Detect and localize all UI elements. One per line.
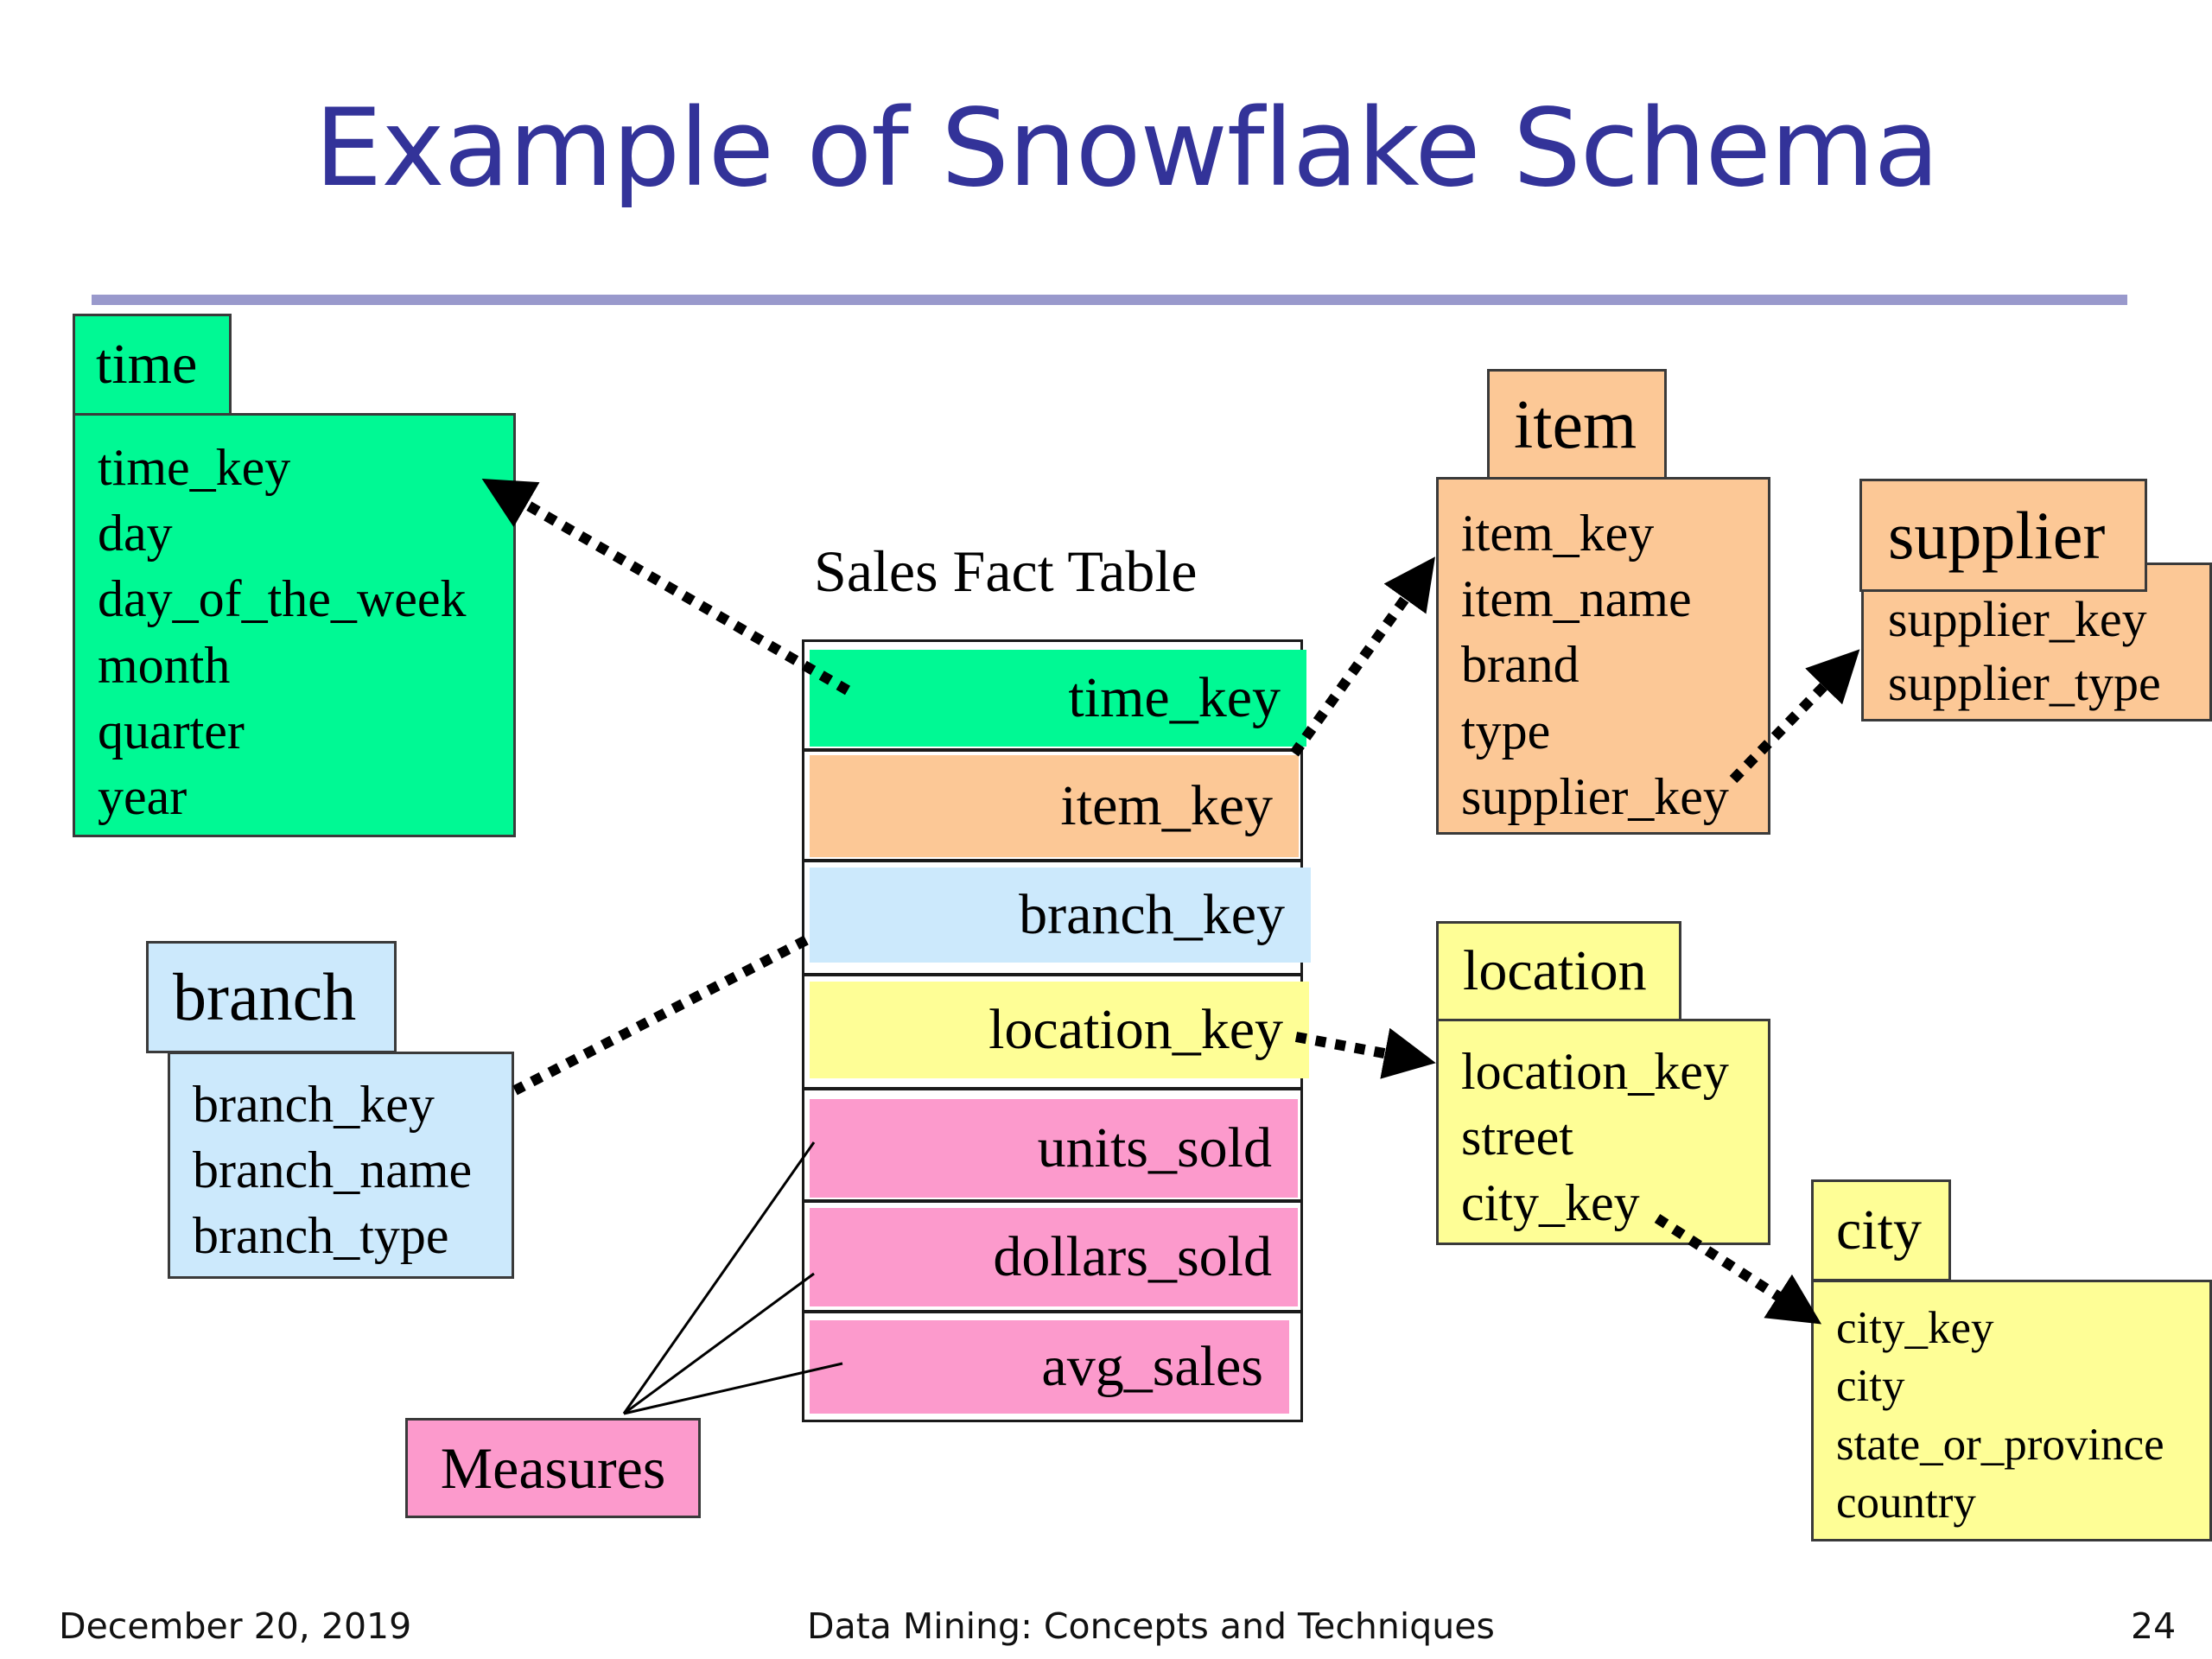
fact-row-separator bbox=[804, 1310, 1301, 1313]
item-field: brand bbox=[1461, 636, 1580, 694]
fact-field: location_key bbox=[988, 998, 1283, 1061]
location-table-body: location_key street city_key bbox=[1436, 1019, 1770, 1245]
branch-field: branch_name bbox=[193, 1141, 473, 1199]
item-field: item_name bbox=[1461, 570, 1692, 628]
fact-row-separator bbox=[804, 1087, 1301, 1090]
fact-field: avg_sales bbox=[1041, 1335, 1263, 1398]
item-field: supplier_key bbox=[1461, 767, 1729, 825]
fact-row-item-key: item_key bbox=[810, 755, 1299, 857]
measures-pointer-units-sold bbox=[622, 1141, 816, 1414]
fact-row-separator bbox=[804, 748, 1301, 752]
fact-field: item_key bbox=[1060, 774, 1273, 837]
supplier-field: supplier_key bbox=[1888, 591, 2147, 647]
link-fact-to-location bbox=[1294, 1027, 1436, 1079]
fact-row-separator bbox=[804, 1199, 1301, 1203]
location-field: city_key bbox=[1461, 1174, 1640, 1232]
link-fact-to-item bbox=[1290, 556, 1435, 757]
link-item-to-supplier bbox=[1729, 649, 1860, 784]
city-field: city_key bbox=[1836, 1303, 1994, 1353]
measures-pointer-avg-sales bbox=[623, 1362, 843, 1415]
item-field: type bbox=[1461, 702, 1551, 760]
time-field: day_of_the_week bbox=[98, 570, 467, 628]
item-table-name: item bbox=[1514, 386, 1637, 463]
fact-field: time_key bbox=[1068, 666, 1281, 729]
supplier-field: supplier_type bbox=[1888, 654, 2161, 711]
fact-field: dollars_sold bbox=[993, 1225, 1272, 1288]
fact-field: branch_key bbox=[1019, 883, 1285, 946]
city-table-header: city bbox=[1811, 1179, 1951, 1281]
title-underline bbox=[92, 295, 2127, 305]
link-fact-to-branch bbox=[512, 935, 809, 1096]
supplier-table-name: supplier bbox=[1888, 497, 2106, 573]
time-table-header: time bbox=[73, 314, 232, 416]
fact-row-units-sold: units_sold bbox=[810, 1099, 1298, 1198]
branch-table-name: branch bbox=[173, 959, 357, 1034]
slide-title: Example of Snowflake Schema bbox=[315, 86, 1940, 211]
branch-table-header: branch bbox=[146, 941, 397, 1053]
branch-field: branch_key bbox=[193, 1076, 435, 1133]
fact-row-dollars-sold: dollars_sold bbox=[810, 1208, 1298, 1306]
fact-row-avg-sales: avg_sales bbox=[810, 1320, 1289, 1414]
fact-table-label: Sales Fact Table bbox=[814, 538, 1198, 604]
city-table-body: city_key city state_or_province country bbox=[1811, 1280, 2212, 1541]
time-table-name: time bbox=[96, 333, 198, 396]
time-field: day bbox=[98, 505, 173, 563]
fact-row-location-key: location_key bbox=[810, 982, 1309, 1078]
location-table-name: location bbox=[1463, 939, 1647, 1002]
item-table-header: item bbox=[1487, 369, 1667, 481]
footer-course-title: Data Mining: Concepts and Techniques bbox=[807, 1605, 1495, 1647]
item-table-body: item_key item_name brand type supplier_k… bbox=[1436, 477, 1770, 835]
time-field: time_key bbox=[98, 439, 291, 496]
location-table-header: location bbox=[1436, 921, 1681, 1021]
location-field: street bbox=[1461, 1109, 1573, 1166]
location-field: location_key bbox=[1461, 1043, 1729, 1100]
fact-row-separator bbox=[804, 973, 1301, 976]
city-field: state_or_province bbox=[1836, 1419, 2164, 1470]
fact-field: units_sold bbox=[1037, 1116, 1272, 1179]
link-fact-to-time bbox=[481, 478, 851, 696]
branch-field: branch_type bbox=[193, 1207, 449, 1265]
branch-table-body: branch_key branch_name branch_type bbox=[168, 1052, 514, 1279]
time-table-body: time_key day day_of_the_week month quart… bbox=[73, 413, 516, 837]
fact-row-time-key: time_key bbox=[810, 650, 1306, 747]
time-field: quarter bbox=[98, 702, 245, 760]
city-field: country bbox=[1836, 1477, 1976, 1528]
measures-pointer-dollars-sold bbox=[623, 1272, 815, 1415]
measures-label: Measures bbox=[405, 1418, 701, 1518]
city-field: city bbox=[1836, 1361, 1905, 1412]
footer-date: December 20, 2019 bbox=[59, 1605, 412, 1647]
time-field: month bbox=[98, 636, 231, 694]
link-location-to-city bbox=[1654, 1213, 1822, 1325]
item-field: item_key bbox=[1461, 505, 1655, 562]
fact-row-branch-key: branch_key bbox=[810, 868, 1311, 963]
footer-page-number: 24 bbox=[2131, 1605, 2177, 1647]
supplier-table-header: supplier bbox=[1859, 479, 2147, 592]
fact-row-separator bbox=[804, 859, 1301, 862]
time-field: year bbox=[98, 767, 188, 825]
city-table-name: city bbox=[1836, 1198, 1922, 1262]
